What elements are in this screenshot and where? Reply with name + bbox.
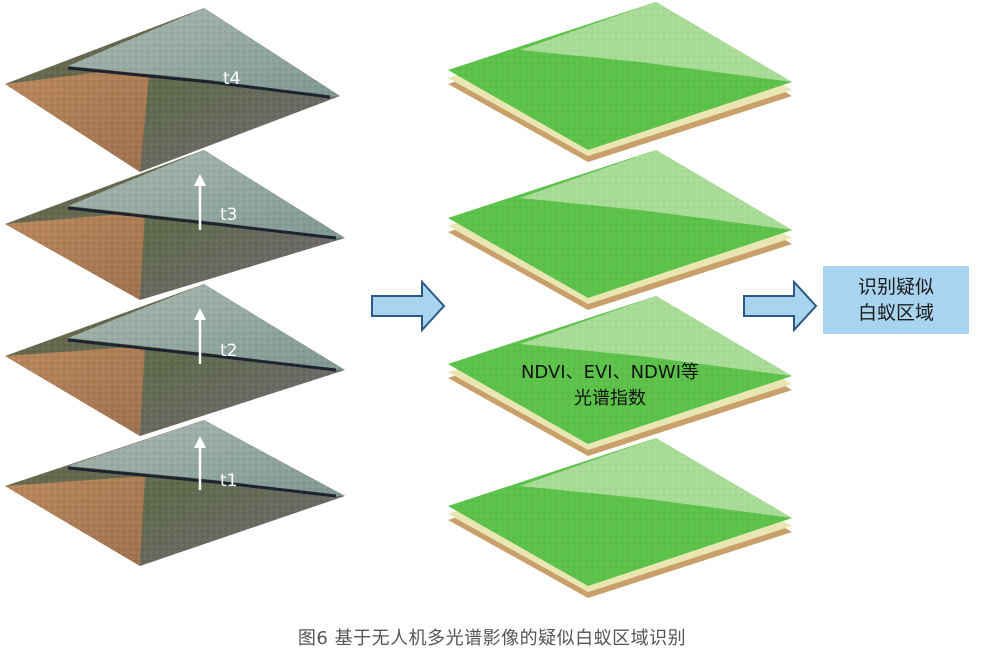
spectral-index-label: NDVI、EVI、NDWI等 光谱指数 — [470, 360, 750, 412]
index-layer-1 — [448, 2, 792, 162]
uav-image-t2: t2 — [5, 284, 345, 436]
arrow-to-result — [743, 279, 818, 333]
uav-image-t4: t4 — [5, 8, 340, 172]
time-label-t4: t4 — [223, 69, 240, 89]
spectral-index-line-2: 光谱指数 — [574, 388, 646, 409]
result-line-1: 识别疑似 — [857, 276, 934, 298]
uav-image-stack: t4 t3 t2 — [5, 8, 345, 566]
result-box: 识别疑似 白蚁区域 — [823, 266, 969, 334]
index-layer-4 — [448, 438, 792, 598]
index-layer-3 — [448, 296, 792, 456]
uav-image-t3: t3 — [5, 150, 345, 300]
time-label-t3: t3 — [220, 205, 237, 225]
spectral-index-line-1: NDVI、EVI、NDWI等 — [520, 362, 700, 383]
time-label-t2: t2 — [220, 341, 237, 361]
index-layer-stack — [448, 2, 792, 598]
index-layer-2 — [448, 150, 792, 310]
arrow-to-index-layers — [371, 279, 446, 333]
result-line-2: 白蚁区域 — [857, 302, 934, 324]
time-label-t1: t1 — [220, 471, 237, 491]
figure-caption: 图6 基于无人机多光谱影像的疑似白蚁区域识别 — [297, 628, 687, 649]
uav-image-t1: t1 — [5, 420, 345, 566]
